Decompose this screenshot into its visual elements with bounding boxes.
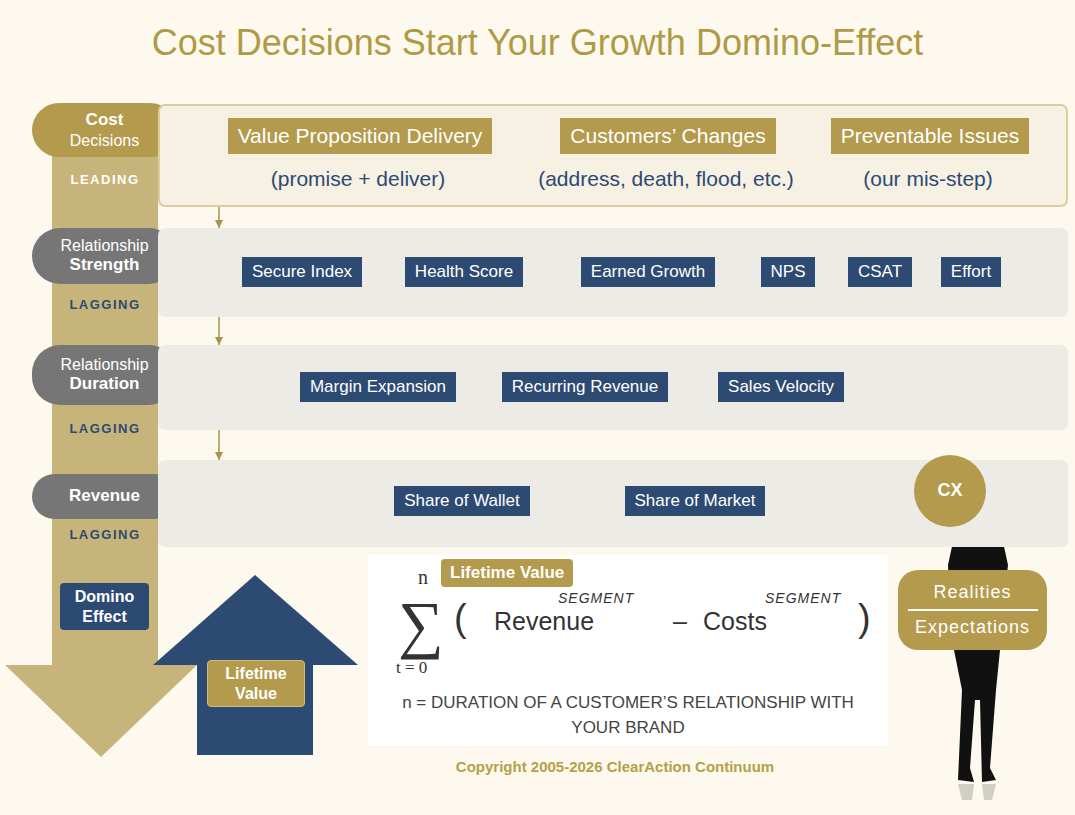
copyright-note: Copyright 2005-2026 ClearAction Continuu… [456, 758, 774, 775]
metric-chip-text: Value Proposition Delivery [238, 123, 483, 148]
metric-chip-text: Recurring Revenue [512, 377, 658, 397]
metric-chip: Effort [941, 257, 1001, 287]
operator: – [673, 609, 687, 634]
metric-chip-text: Preventable Issues [841, 123, 1020, 148]
sum-symbol: ∑ [398, 593, 444, 657]
metric-chip-text: NPS [771, 262, 806, 282]
metric-chip: Preventable Issues [831, 118, 1030, 153]
lifetime-value-box: Lifetime Value [207, 660, 305, 707]
metric-chip: Sales Velocity [718, 372, 844, 402]
stage-pill-text: Duration [70, 374, 140, 394]
diagram-title: Cost Decisions Start Your Growth Domino-… [0, 22, 1075, 64]
stage-pill: RelationshipDuration [32, 345, 177, 405]
metric-chip-text: Sales Velocity [728, 377, 834, 397]
formula-term: Revenue [494, 609, 594, 634]
stage-pill: Revenue [32, 474, 177, 519]
indicator-tag: LAGGING [69, 297, 140, 312]
indicator-tag: LEADING [71, 172, 140, 187]
upper-limit: n [418, 567, 428, 587]
metric-chip-text: Health Score [415, 262, 513, 282]
metric-band: Value Proposition Delivery Customers’ Cha… [158, 104, 1068, 207]
metric-band: Margin Expansion Recurring Revenue Sales V… [158, 345, 1068, 430]
flow-arrow [218, 317, 220, 345]
value-arrow-head [153, 575, 358, 665]
flow-arrow [218, 430, 220, 460]
stage-pill-text: Relationship [60, 355, 148, 374]
superscript: SEGMENT [765, 591, 841, 605]
metric-chip-text: CSAT [858, 262, 902, 282]
metric-chip-text: Share of Wallet [404, 491, 520, 511]
metric-chip-text: Earned Growth [591, 262, 705, 282]
metric-chip-text: Effort [951, 262, 991, 282]
stage-pill-text: Cost [86, 110, 124, 130]
driver-note: (address, death, flood, etc.) [538, 167, 794, 191]
bracket: ( [454, 599, 467, 637]
flow-arrow [218, 207, 220, 228]
metric-chip-text: Customers’ Changes [570, 123, 765, 148]
stage-pill-text: Decisions [70, 131, 139, 150]
indicator-tag: LAGGING [69, 527, 140, 542]
domino-arrow-head [5, 665, 197, 757]
driver-note: (promise + deliver) [271, 167, 445, 191]
formula-term: Costs [703, 609, 767, 634]
cx-balance-box-text: Realities [908, 582, 1038, 611]
metric-chip: CSAT [848, 257, 912, 287]
bracket: ) [858, 599, 871, 637]
domino-label: Domino Effect [60, 583, 149, 630]
stage-pill-text: Strength [70, 255, 140, 275]
metric-chip: Secure Index [242, 257, 362, 287]
lower-limit: t = 0 [396, 659, 427, 676]
lifetime-value-box-text: Lifetime Value [212, 664, 300, 702]
stage-pill-text: Revenue [69, 486, 140, 506]
cx-circle: CX [914, 455, 986, 527]
formula-tag: Lifetime Value [441, 559, 573, 587]
silhouette-reflection [958, 784, 996, 800]
metric-chip: Health Score [405, 257, 523, 287]
cx-circle-text: CX [937, 480, 962, 502]
stage-pill: CostDecisions [32, 103, 177, 157]
formula-panel: n ∑ t = 0 ( Revenue SEGMENT –Costs SEGMENT) n = … [368, 555, 888, 745]
cx-balance-box-text: Expectations [915, 617, 1030, 639]
domino-label-text: Domino Effect [64, 587, 145, 625]
metric-chip-text: Margin Expansion [310, 377, 446, 397]
driver-note: (our mis-step) [863, 167, 993, 191]
metric-chip-text: Share of Market [635, 491, 756, 511]
metric-chip: Customers’ Changes [560, 118, 775, 153]
metric-chip: Share of Market [625, 486, 766, 516]
metric-chip: Recurring Revenue [502, 372, 668, 402]
metric-chip: Share of Wallet [394, 486, 530, 516]
metric-chip: Margin Expansion [300, 372, 456, 402]
formula-note: n = DURATION OF A CUSTOMER’S RELATIONSHI… [378, 691, 878, 740]
metric-chip: NPS [761, 257, 816, 287]
stage-pill-text: Relationship [60, 236, 148, 255]
metric-chip: Value Proposition Delivery [228, 118, 493, 153]
cx-balance-box: RealitiesExpectations [898, 570, 1047, 650]
metric-chip-text: Secure Index [252, 262, 352, 282]
formula-tag-text: Lifetime Value [450, 563, 564, 583]
stage-pill: RelationshipStrength [32, 228, 177, 284]
indicator-tag: LAGGING [69, 421, 140, 436]
metric-chip: Earned Growth [581, 257, 715, 287]
superscript: SEGMENT [558, 591, 634, 605]
metric-band: Secure Index Health Score Earned Growth NPS… [158, 228, 1068, 317]
